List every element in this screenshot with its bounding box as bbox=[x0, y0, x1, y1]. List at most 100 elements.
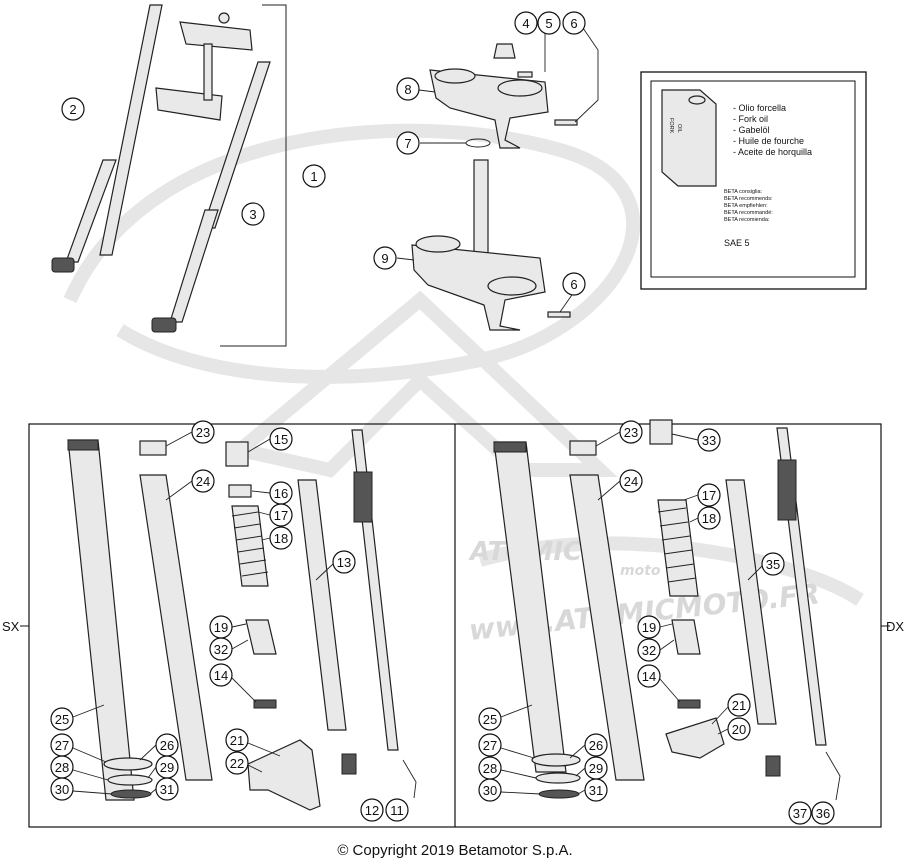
callout-dx-36: 36 bbox=[811, 801, 835, 825]
svg-text:29: 29 bbox=[589, 761, 603, 776]
svg-text:35: 35 bbox=[766, 557, 780, 572]
svg-text:28: 28 bbox=[483, 761, 497, 776]
callout-sx-31: 31 bbox=[155, 777, 179, 801]
callout-dx-18: 18 bbox=[697, 506, 721, 530]
svg-text:9: 9 bbox=[381, 251, 388, 266]
svg-text:26: 26 bbox=[160, 738, 174, 753]
callout-dx-19: 19 bbox=[637, 615, 661, 639]
svg-text:3: 3 bbox=[249, 207, 256, 222]
fork-oil-info-box: FORK OIL - Olio forcella - Fork oil - Ga… bbox=[640, 71, 867, 290]
callout-dx-28: 28 bbox=[478, 756, 502, 780]
callout-sx-17: 17 bbox=[269, 503, 293, 527]
oil-line-3: - Gabelöl bbox=[733, 125, 770, 135]
callout-dx-30: 30 bbox=[478, 778, 502, 802]
oil-can-icon bbox=[661, 89, 717, 187]
svg-text:11: 11 bbox=[390, 803, 404, 818]
svg-text:25: 25 bbox=[55, 712, 69, 727]
svg-text:17: 17 bbox=[702, 488, 716, 503]
callout-dx-27: 27 bbox=[478, 733, 502, 757]
callout-dx-35: 35 bbox=[761, 552, 785, 576]
svg-text:23: 23 bbox=[624, 425, 638, 440]
svg-text:27: 27 bbox=[55, 738, 69, 753]
svg-text:33: 33 bbox=[702, 433, 716, 448]
callout-leaders bbox=[72, 431, 763, 795]
triple-clamp-parts bbox=[396, 26, 599, 331]
callout-sx-25: 25 bbox=[50, 707, 74, 731]
callout-6-top: 6 bbox=[562, 11, 586, 35]
svg-text:18: 18 bbox=[274, 531, 288, 546]
callout-1: 1 bbox=[302, 164, 326, 188]
oil-can-label-1: FORK bbox=[668, 118, 674, 134]
svg-text:30: 30 bbox=[55, 782, 69, 797]
svg-text:18: 18 bbox=[702, 511, 716, 526]
svg-text:31: 31 bbox=[160, 782, 174, 797]
svg-text:28: 28 bbox=[55, 760, 69, 775]
callout-2: 2 bbox=[61, 97, 85, 121]
svg-text:7: 7 bbox=[404, 136, 411, 151]
callout-sx-22: 22 bbox=[225, 751, 249, 775]
svg-text:29: 29 bbox=[160, 760, 174, 775]
side-label-left: SX bbox=[2, 619, 20, 634]
svg-text:4: 4 bbox=[522, 16, 529, 31]
side-label-right: DX bbox=[886, 619, 904, 634]
callout-dx-33: 33 bbox=[697, 428, 721, 452]
svg-text:21: 21 bbox=[230, 733, 244, 748]
svg-text:24: 24 bbox=[624, 474, 638, 489]
oil-line-5: - Aceite de horquilla bbox=[733, 147, 812, 157]
callout-dx-25: 25 bbox=[478, 707, 502, 731]
svg-text:15: 15 bbox=[274, 432, 288, 447]
callout-dx-23: 23 bbox=[619, 420, 643, 444]
svg-text:13: 13 bbox=[337, 555, 351, 570]
callout-dx-21: 21 bbox=[727, 693, 751, 717]
callout-sx-15: 15 bbox=[269, 427, 293, 451]
svg-text:5: 5 bbox=[545, 16, 552, 31]
svg-text:6: 6 bbox=[570, 277, 577, 292]
callout-sx-24: 24 bbox=[191, 469, 215, 493]
copyright-notice: © Copyright 2019 Betamotor S.p.A. bbox=[337, 842, 573, 859]
svg-text:16: 16 bbox=[274, 486, 288, 501]
svg-text:12: 12 bbox=[365, 803, 379, 818]
svg-text:32: 32 bbox=[642, 643, 656, 658]
callout-sx-23: 23 bbox=[191, 420, 215, 444]
svg-text:20: 20 bbox=[732, 722, 746, 737]
svg-text:25: 25 bbox=[483, 712, 497, 727]
oil-line-2: - Fork oil bbox=[733, 114, 768, 124]
callout-7: 7 bbox=[396, 131, 420, 155]
svg-text:36: 36 bbox=[816, 806, 830, 821]
oil-line-4: - Huile de fourche bbox=[733, 136, 804, 146]
oil-recommend-3: BETA empfiehlen: bbox=[724, 203, 768, 209]
callout-dx-31: 31 bbox=[584, 778, 608, 802]
svg-text:23: 23 bbox=[196, 425, 210, 440]
callout-5: 5 bbox=[537, 11, 561, 35]
svg-text:27: 27 bbox=[483, 738, 497, 753]
callout-sx-12: 12 bbox=[360, 798, 384, 822]
callout-sx-26: 26 bbox=[155, 733, 179, 757]
oil-recommend-1: BETA consiglia: bbox=[724, 189, 763, 195]
svg-text:14: 14 bbox=[214, 668, 228, 683]
callout-6-bottom: 6 bbox=[562, 272, 586, 296]
svg-text:24: 24 bbox=[196, 474, 210, 489]
svg-text:31: 31 bbox=[589, 783, 603, 798]
oil-recommend-4: BETA recommandé: bbox=[724, 210, 773, 216]
oil-can-label-2: OIL bbox=[676, 124, 682, 133]
svg-text:26: 26 bbox=[589, 738, 603, 753]
oil-recommend-2: BETA recommends: bbox=[724, 196, 773, 202]
callout-dx-20: 20 bbox=[727, 717, 751, 741]
callout-sx-27: 27 bbox=[50, 733, 74, 757]
callout-dx-32: 32 bbox=[637, 638, 661, 662]
callout-sx-16: 16 bbox=[269, 481, 293, 505]
svg-text:21: 21 bbox=[732, 698, 746, 713]
svg-text:19: 19 bbox=[642, 620, 656, 635]
fork-legs-exploded: SX DX bbox=[2, 419, 904, 828]
callout-sx-11: 11 bbox=[385, 798, 409, 822]
svg-text:30: 30 bbox=[483, 783, 497, 798]
callout-sx-18: 18 bbox=[269, 526, 293, 550]
svg-text:6: 6 bbox=[570, 16, 577, 31]
svg-text:1: 1 bbox=[310, 169, 317, 184]
svg-text:8: 8 bbox=[404, 82, 411, 97]
callout-sx-19: 19 bbox=[209, 615, 233, 639]
oil-line-1: - Olio forcella bbox=[733, 103, 786, 113]
svg-text:19: 19 bbox=[214, 620, 228, 635]
callout-4: 4 bbox=[514, 11, 538, 35]
